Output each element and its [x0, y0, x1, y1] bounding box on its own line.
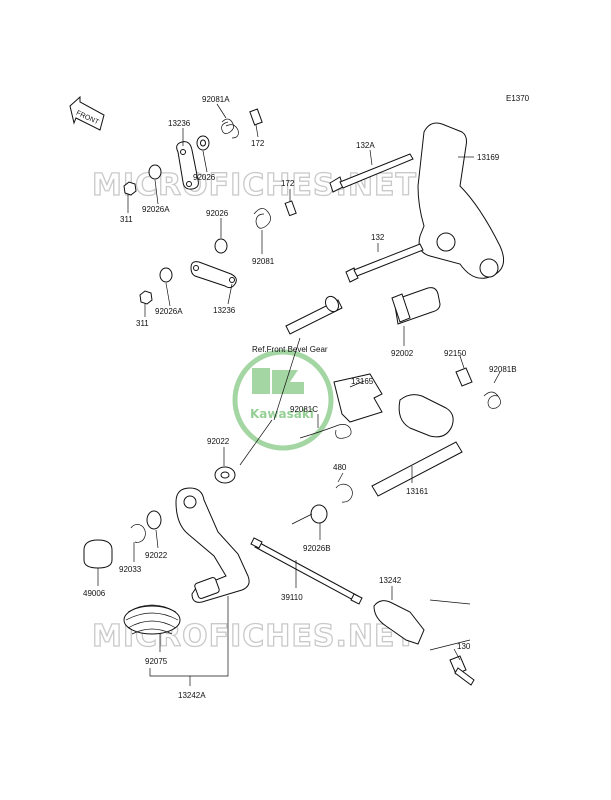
- front-arrow-icon: FRONT: [69, 95, 105, 131]
- part-label: 13161: [406, 487, 429, 496]
- part-label: 92022: [207, 437, 230, 446]
- part-label: 172: [251, 139, 265, 148]
- reference-note: Ref.Front Bevel Gear: [252, 345, 328, 354]
- part-label: 92026: [193, 173, 216, 182]
- part-label: 92081C: [290, 405, 318, 414]
- part-label: 13236: [213, 306, 236, 315]
- part-label: 92026: [206, 209, 229, 218]
- bracket-drawing: [285, 122, 505, 335]
- kawasaki-logo: Kawasaki: [232, 349, 334, 451]
- part-label: 92026A: [155, 307, 183, 316]
- part-label: 311: [120, 215, 133, 224]
- shift-shaft-drawing: [299, 367, 501, 524]
- logo-text: Kawasaki: [250, 407, 314, 421]
- part-label: 13242A: [178, 691, 206, 700]
- diagram-code: E1370: [506, 94, 530, 103]
- part-label: 92026A: [142, 205, 170, 214]
- part-label: 92026B: [303, 544, 331, 553]
- part-label: 132: [371, 233, 385, 242]
- part-label: 92002: [391, 349, 414, 358]
- part-label: 13236: [168, 119, 191, 128]
- upper-linkage-drawing: [123, 108, 297, 305]
- leader-lines: [97, 103, 501, 686]
- part-label: 13165: [351, 377, 374, 386]
- part-label: 480: [333, 463, 347, 472]
- part-label: 172: [281, 179, 295, 188]
- part-label: 13169: [477, 153, 500, 162]
- part-label: 92022: [145, 551, 168, 560]
- part-label: 49006: [83, 589, 106, 598]
- part-label: 311: [136, 319, 149, 328]
- part-label: 92081A: [202, 95, 230, 104]
- part-labels: 92081A 13236 172 311 92026A 92026 172 92…: [83, 95, 517, 700]
- part-label: 92075: [145, 657, 168, 666]
- part-label: 92081B: [489, 365, 517, 374]
- part-label: 92033: [119, 565, 142, 574]
- part-label: 92081: [252, 257, 275, 266]
- part-label: 132A: [356, 141, 375, 150]
- part-label: 130: [457, 642, 471, 651]
- part-label: 92150: [444, 349, 467, 358]
- part-label: 39110: [281, 593, 303, 602]
- part-label: 13242: [379, 576, 402, 585]
- pedal-drawing: [83, 466, 475, 686]
